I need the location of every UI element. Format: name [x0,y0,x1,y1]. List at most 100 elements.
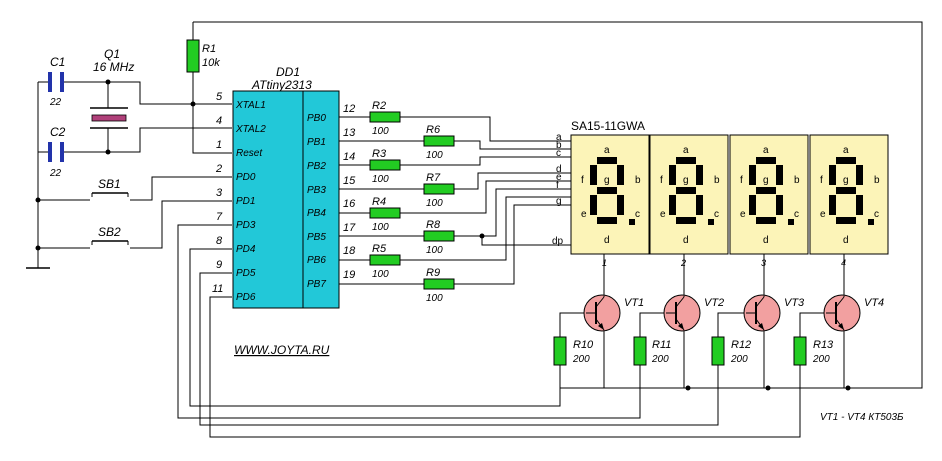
segment-g [597,187,617,194]
segment-dp [708,219,714,225]
segment-c [856,195,863,215]
resistor-r8 [423,230,455,242]
segment-e [590,195,597,215]
seg-label-g: g [604,175,610,186]
resistor-ref: R4 [372,196,386,208]
resistor-value: 100 [426,198,443,209]
resistor-value: 100 [372,222,389,233]
seg-label-f: f [740,175,743,186]
switch-sb2 [82,240,138,249]
seg-label-g: g [843,175,849,186]
resistor-ref: R3 [372,148,387,160]
resistor-value: 100 [372,174,389,185]
segment-a [756,157,776,164]
transistor-ref: VT2 [704,297,724,309]
pin-number: 9 [216,259,222,271]
seg-label-f: f [660,175,663,186]
resistor-r6 [423,135,455,147]
r1-ref: R1 [202,43,216,55]
seg-label-b: b [635,175,641,186]
pin-number: 1 [216,139,222,151]
seg-label-a: a [843,145,849,156]
seg-line-d: d [556,164,562,175]
pin-number: 18 [343,245,356,257]
chip-ref: DD1 [276,65,300,79]
seg-label-d: d [763,235,769,246]
seg-label-b: b [794,175,800,186]
capacitor-c1 [48,72,64,92]
seg-label-b: b [874,175,880,186]
resistor-value: 100 [372,126,389,137]
pin-number: 16 [343,198,356,210]
segment-e [749,195,756,215]
seg-line-g: g [556,196,562,207]
resistor-value: 100 [426,150,443,161]
chip-right-pins: PB0 12 PB1 13 PB2 14 PB3 15 PB4 16 PB5 1… [307,103,356,290]
resistor-value: 200 [651,354,669,365]
segment-dp [788,219,794,225]
q1-ref: Q1 [104,47,120,61]
segment-f [669,165,676,185]
c2-value: 22 [49,168,62,179]
resistor-ref: R2 [372,100,386,112]
segment-d [836,217,856,224]
pin-name: XTAL2 [235,124,266,135]
q1-value: 16 MHz [93,60,134,74]
segment-b [776,165,783,185]
seg-label-d: d [683,235,689,246]
segment-line-labels: a b c d e f g dp [552,132,564,247]
segment-d [597,217,617,224]
resistor-value: 200 [730,354,748,365]
crystal-q1 [90,104,128,132]
junctions [35,79,851,391]
pin-name: PB4 [307,208,326,219]
base-resistors: R10 200 R11 200 R12 200 R13 200 [553,336,834,366]
resistor-ref: R12 [731,339,751,351]
seg-label-e: e [740,209,746,220]
segment-g [756,187,776,194]
pin-name: XTAL1 [235,100,266,111]
segment-b [856,165,863,185]
resistor-r2 [369,111,401,123]
pin-name: PD5 [236,268,256,279]
pin-number: 5 [216,91,223,103]
resistor-value: 100 [426,245,443,256]
resistor-r1 [186,39,200,73]
digit-number: 3 [761,258,766,268]
pin-number: 13 [343,127,356,139]
resistor-r11 [633,336,647,366]
seg-label-c: c [794,209,799,220]
display-ref: SA15-11GWA [571,119,645,133]
resistor-r5 [369,254,401,266]
seg-label-b: b [714,175,720,186]
seg-line-c: c [556,148,561,159]
transistor-ref: VT1 [624,297,644,309]
resistor-value: 100 [372,269,389,280]
resistor-ref: R8 [426,219,441,231]
seg-label-g: g [683,175,689,186]
sb2-ref: SB2 [98,225,121,239]
pin-name: PD3 [236,220,256,231]
segment-f [829,165,836,185]
segment-g [836,187,856,194]
segment-a [836,157,856,164]
segment-dp [868,219,874,225]
microcontroller-dd1 [232,90,340,309]
resistor-r3 [369,159,401,171]
pin-number: 12 [343,103,355,115]
resistor-ref: R9 [426,267,440,279]
website-link[interactable]: WWW.JOYTA.RU [234,343,330,357]
transistor-vt4: VT4 [823,294,884,332]
resistor-value: 200 [812,354,830,365]
seg-label-e: e [820,209,826,220]
pin-name: PD6 [236,292,256,303]
c2-ref: C2 [50,125,66,139]
transistor-note: VT1 - VT4 КТ503Б [820,412,904,423]
segment-c [696,195,703,215]
segment-b [696,165,703,185]
seg-line-a: a [556,132,562,143]
